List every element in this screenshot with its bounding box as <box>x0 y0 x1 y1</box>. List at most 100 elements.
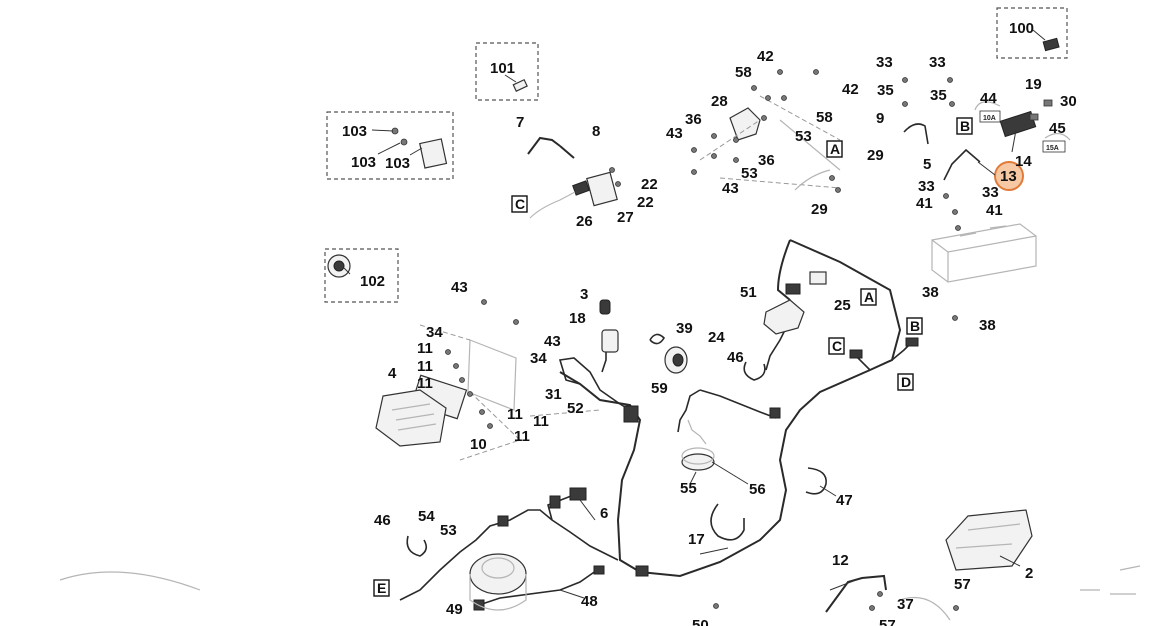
part-label-11[interactable]: 11 <box>533 413 549 430</box>
part-label-46[interactable]: 46 <box>374 512 391 529</box>
part-label-53[interactable]: 53 <box>741 165 758 182</box>
part-label-38[interactable]: 38 <box>922 284 939 301</box>
part-label-22[interactable]: 22 <box>637 194 654 211</box>
part-label-10[interactable]: 10 <box>470 436 487 453</box>
part-label-11[interactable]: 11 <box>514 428 530 445</box>
part-label-54[interactable]: 54 <box>418 508 435 525</box>
clip-47 <box>805 467 827 495</box>
part-label-18[interactable]: 18 <box>569 310 586 327</box>
buzzer-center-icon <box>333 260 345 272</box>
part-label-39[interactable]: 39 <box>676 320 693 337</box>
part-label-3[interactable]: 3 <box>580 286 588 303</box>
part-label-29[interactable]: 29 <box>811 201 828 218</box>
part-label-13[interactable]: 13 <box>1000 168 1017 185</box>
part-label-29[interactable]: 29 <box>867 147 884 164</box>
part-label-12[interactable]: 12 <box>832 552 849 569</box>
part-label-55[interactable]: 55 <box>680 480 697 497</box>
part-label-35[interactable]: 35 <box>930 87 947 104</box>
part-label-8[interactable]: 8 <box>592 123 600 140</box>
part-label-103[interactable]: 103 <box>351 154 376 171</box>
part-label-26[interactable]: 26 <box>576 213 593 230</box>
part-label-50[interactable]: 50 <box>692 617 709 626</box>
part-label-103[interactable]: 103 <box>342 123 367 140</box>
connector-icon <box>593 565 605 575</box>
part-label-11[interactable]: 11 <box>507 406 523 423</box>
part-label-31[interactable]: 31 <box>545 386 562 403</box>
part-label-19[interactable]: 19 <box>1025 76 1042 93</box>
part-label-102[interactable]: 102 <box>360 273 385 290</box>
part-label-59[interactable]: 59 <box>651 380 668 397</box>
part-label-42[interactable]: 42 <box>842 81 859 98</box>
screw-icon <box>713 603 719 609</box>
part-label-33[interactable]: 33 <box>982 184 999 201</box>
part-label-58[interactable]: 58 <box>735 64 752 81</box>
cable-9 <box>903 123 929 145</box>
part-label-30[interactable]: 30 <box>1060 93 1077 110</box>
part-label-33[interactable]: 33 <box>929 54 946 71</box>
leader-lines <box>343 29 1046 599</box>
main-harness-17 <box>559 239 902 578</box>
part-label-7[interactable]: 7 <box>516 114 524 131</box>
switch-18-icon <box>601 329 619 353</box>
part-label-24[interactable]: 24 <box>708 329 725 346</box>
part-label-42[interactable]: 42 <box>757 48 774 65</box>
part-label-101[interactable]: 101 <box>490 60 515 77</box>
cap-icon <box>512 78 528 92</box>
part-label-52[interactable]: 52 <box>567 400 584 417</box>
switch-26-icon <box>572 180 590 196</box>
part-label-38[interactable]: 38 <box>979 317 996 334</box>
part-label-27[interactable]: 27 <box>617 209 634 226</box>
connector-letter-b2: B <box>910 318 920 334</box>
part-label-22[interactable]: 22 <box>641 176 658 193</box>
part-label-9[interactable]: 9 <box>876 110 884 127</box>
part-label-2[interactable]: 2 <box>1025 565 1033 582</box>
part-label-51[interactable]: 51 <box>740 284 757 301</box>
part-label-46[interactable]: 46 <box>727 349 744 366</box>
clip-39 <box>649 333 666 345</box>
part-label-11[interactable]: 11 <box>417 358 433 375</box>
part-label-49[interactable]: 49 <box>446 601 463 618</box>
part-label-44[interactable]: 44 <box>980 90 997 107</box>
part-label-4[interactable]: 4 <box>388 365 397 382</box>
part-label-34[interactable]: 34 <box>426 324 443 341</box>
clip-55 <box>710 503 745 541</box>
part-label-11[interactable]: 11 <box>417 375 433 392</box>
part-label-43[interactable]: 43 <box>666 125 683 142</box>
part-label-58[interactable]: 58 <box>816 109 833 126</box>
part-label-5[interactable]: 5 <box>923 156 931 173</box>
part-label-17[interactable]: 17 <box>688 531 705 548</box>
part-label-47[interactable]: 47 <box>836 492 853 509</box>
part-label-14[interactable]: 14 <box>1015 153 1032 170</box>
part-label-37[interactable]: 37 <box>897 596 914 613</box>
part-label-41[interactable]: 41 <box>986 202 1003 219</box>
part-label-57[interactable]: 57 <box>879 617 896 626</box>
part-label-100[interactable]: 100 <box>1009 20 1034 37</box>
part-label-53[interactable]: 53 <box>440 522 457 539</box>
part-label-36[interactable]: 36 <box>685 111 702 128</box>
part-label-48[interactable]: 48 <box>581 593 598 610</box>
part-label-33[interactable]: 33 <box>918 178 935 195</box>
part-label-43[interactable]: 43 <box>451 279 468 296</box>
part-label-33[interactable]: 33 <box>876 54 893 71</box>
part-label-11[interactable]: 11 <box>417 340 433 357</box>
part-label-45[interactable]: 45 <box>1049 120 1066 137</box>
part-label-34[interactable]: 34 <box>530 350 547 367</box>
connector-letter-box-d <box>897 373 914 391</box>
part-label-43[interactable]: 43 <box>544 333 561 350</box>
connector-6-icon <box>569 487 587 501</box>
part-label-41[interactable]: 41 <box>916 195 933 212</box>
part-label-57[interactable]: 57 <box>954 576 971 593</box>
part-labels: 100 101 103 103 103 102 7 8 22 22 26 27 … <box>342 20 1077 626</box>
part-label-25[interactable]: 25 <box>834 297 851 314</box>
part-label-35[interactable]: 35 <box>877 82 894 99</box>
hour-meter-face-icon <box>672 353 684 367</box>
part-label-53[interactable]: 53 <box>795 128 812 145</box>
part-label-28[interactable]: 28 <box>711 93 728 110</box>
part-label-43[interactable]: 43 <box>722 180 739 197</box>
highlight-balloon-13[interactable] <box>994 161 1024 191</box>
part-label-36[interactable]: 36 <box>758 152 775 169</box>
part-label-56[interactable]: 56 <box>749 481 766 498</box>
part-label-103[interactable]: 103 <box>385 155 410 172</box>
part-label-6[interactable]: 6 <box>600 505 608 522</box>
